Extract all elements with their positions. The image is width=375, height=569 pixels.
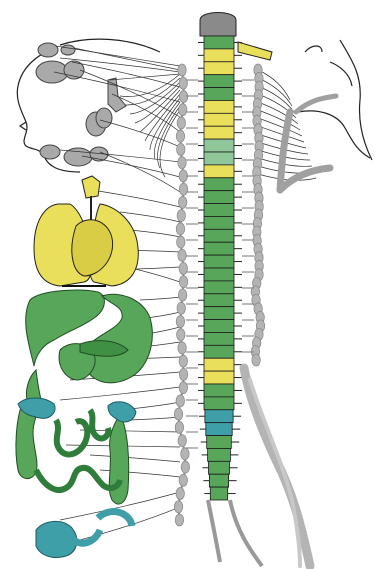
chain-ganglion [181, 448, 189, 460]
chain-ganglion [179, 355, 187, 367]
spinal-segment [204, 178, 234, 191]
chain-ganglion [176, 315, 184, 327]
chain-ganglion [176, 223, 184, 235]
cranial-nerve-bar [238, 42, 272, 60]
spinal-segment [205, 410, 233, 423]
larynx [82, 176, 100, 198]
nerve-fiber [60, 387, 180, 400]
spinal-segment [204, 62, 234, 75]
nerve-fiber [130, 417, 180, 420]
spinal-segment [204, 139, 234, 152]
nerve-fiber [74, 48, 180, 70]
chain-ganglion [179, 263, 187, 275]
ganglion-icon [38, 43, 58, 57]
sympathetic-chain-right [242, 64, 265, 366]
chain-ganglion [178, 64, 186, 76]
spinal-segment [204, 100, 234, 113]
abdominal-organs [26, 290, 153, 404]
spinal-segment [204, 332, 234, 345]
chain-ganglion [179, 474, 187, 486]
chain-ganglion [179, 183, 187, 195]
spinal-segment [209, 461, 230, 474]
spinal-segment [209, 474, 228, 487]
spinal-segment [204, 126, 234, 139]
brainstem [200, 13, 236, 37]
sympathetic-chain-icon [174, 64, 198, 526]
chain-ganglion [178, 104, 186, 116]
spinal-segment [204, 307, 234, 320]
nerve-fiber [110, 74, 180, 80]
thoracic-organs [34, 176, 138, 286]
nerve-fiber [258, 86, 294, 112]
nerve-fiber [100, 152, 180, 192]
cranial-ganglia [36, 43, 126, 166]
spinal-segment [204, 152, 234, 165]
spinal-segment [204, 204, 234, 217]
spinal-segment [204, 242, 234, 255]
spinal-segment [204, 255, 234, 268]
spinal-segment [204, 345, 234, 358]
chain-ganglion [177, 236, 185, 248]
spinal-segment [204, 165, 234, 178]
spinal-segment [207, 436, 232, 449]
nerve-fiber [140, 297, 180, 300]
spinal-segment [204, 384, 234, 397]
spinal-segment [204, 268, 234, 281]
spinal-segment [204, 397, 234, 410]
chain-ganglion [176, 395, 184, 407]
chain-ganglion [178, 289, 186, 301]
chain-ganglion [178, 342, 186, 354]
chain-ganglion [178, 249, 186, 261]
spinal-segment [204, 294, 234, 307]
chain-ganglion [178, 435, 186, 447]
spinal-segment [204, 49, 234, 62]
nerve-fiber [92, 190, 180, 207]
nerve-fiber [90, 455, 180, 462]
spinal-segment [210, 487, 227, 500]
chain-ganglion [178, 157, 186, 169]
chain-ganglion [181, 461, 189, 473]
chain-ganglion [179, 276, 187, 288]
chain-ganglion [177, 302, 185, 314]
spinal-segment [204, 88, 234, 101]
chain-ganglion [177, 210, 185, 222]
chain-ganglion [176, 488, 184, 500]
chain-ganglion [175, 421, 183, 433]
cauda-equina [208, 500, 220, 562]
spinal-segment [208, 448, 231, 461]
spinal-segment [204, 191, 234, 204]
chain-ganglion [174, 501, 182, 513]
nerve-fiber [120, 74, 180, 97]
chain-ganglion [177, 329, 185, 341]
chain-ganglion [177, 117, 185, 129]
spinal-segment [204, 320, 234, 333]
chain-ganglion [179, 77, 187, 89]
chain-ganglion [175, 514, 183, 526]
chain-ganglion [179, 368, 187, 380]
spinal-segment [206, 423, 232, 436]
intestine-icon [16, 404, 129, 504]
chain-ganglion [178, 196, 186, 208]
spinal-segment [204, 75, 234, 88]
bladder-icon [36, 521, 77, 557]
spinal-segment [204, 229, 234, 242]
chain-ganglion [174, 408, 182, 420]
nerve-fiber [130, 230, 180, 237]
nerve-fiber [120, 212, 180, 222]
chain-ganglion [176, 130, 184, 142]
spinal-segment [204, 281, 234, 294]
spinal-segment [204, 371, 234, 384]
neck-outline [298, 40, 372, 160]
nerve-fiber [72, 62, 180, 87]
spinal-segment [204, 358, 234, 371]
spinal-segment [204, 216, 234, 229]
chain-ganglion [252, 354, 260, 366]
spinal-segment [204, 36, 234, 49]
chain-ganglion [177, 143, 185, 155]
spinal-segment [204, 113, 234, 126]
nerve-fiber [80, 70, 180, 117]
